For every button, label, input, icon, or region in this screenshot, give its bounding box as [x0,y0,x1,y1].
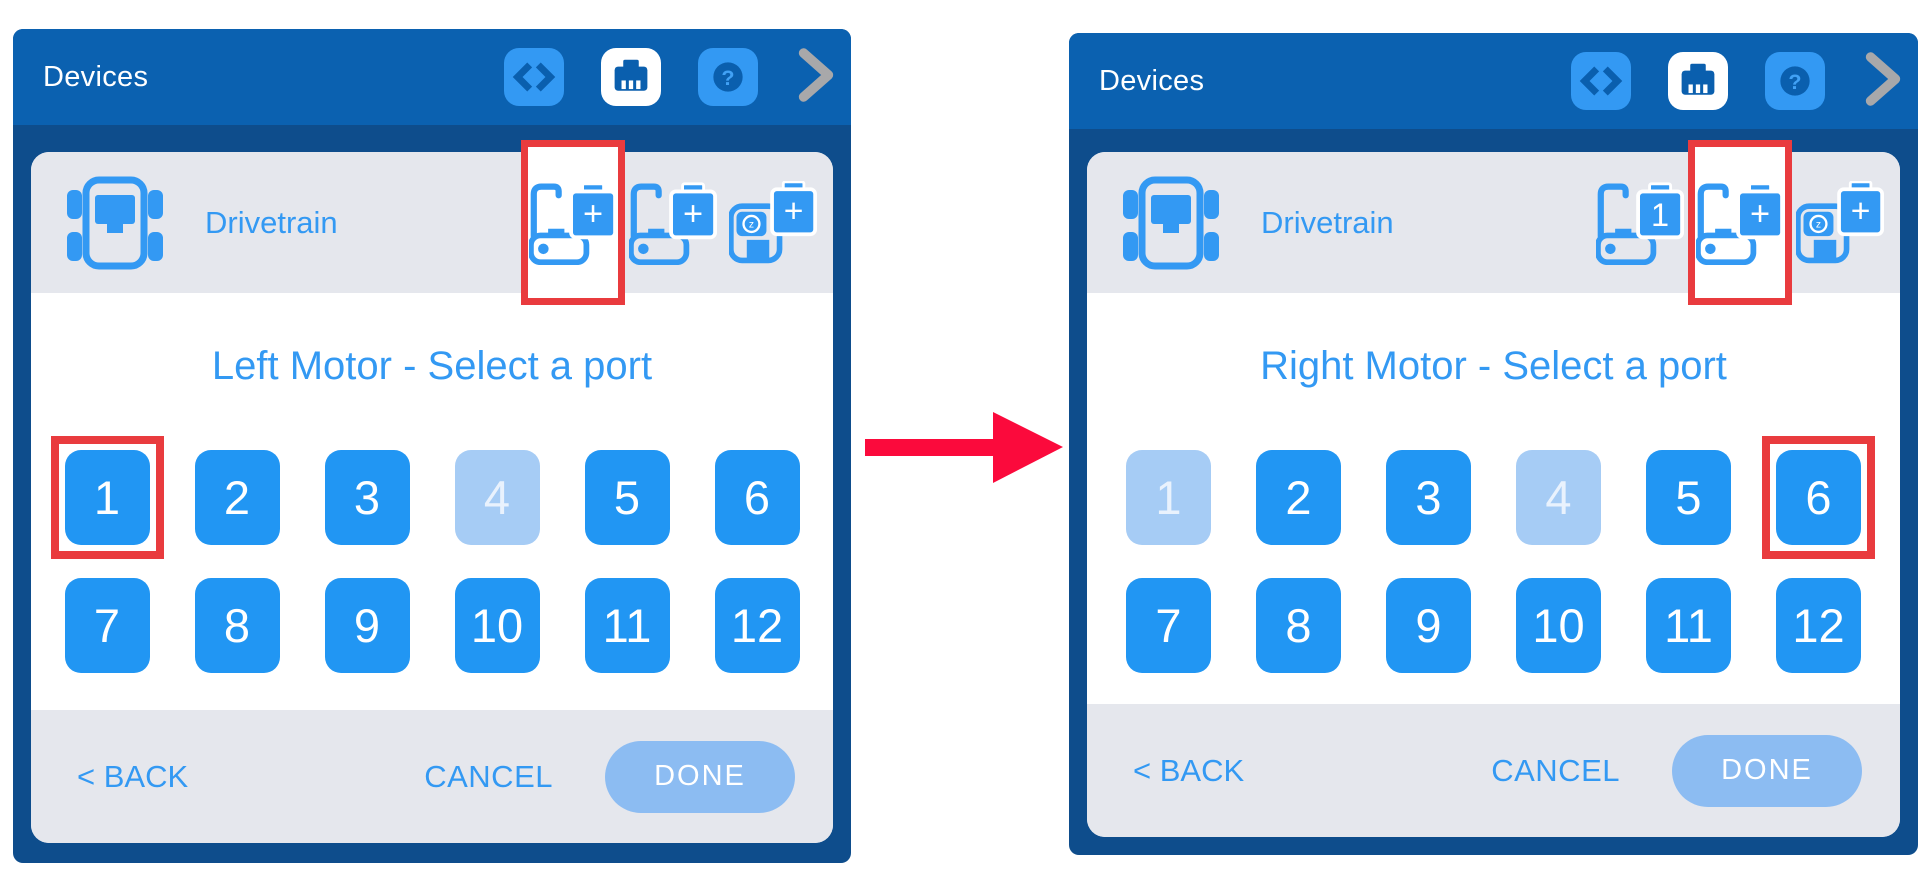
port-button-3[interactable]: 3 [324,450,410,545]
port-button-12[interactable]: 12 [714,578,800,673]
port-button-7[interactable]: 7 [64,578,150,673]
drivetrain-row: Drivetrain [1087,140,1900,305]
port-button-3[interactable]: 3 [1386,450,1471,545]
port-button-6[interactable]: 6 [1762,436,1875,559]
motor-add-icon [529,181,617,265]
port-button-1: 1 [1126,450,1211,545]
port-button-8[interactable]: 8 [1256,578,1341,673]
cancel-button[interactable]: CANCEL [424,758,553,794]
code-icon [508,52,560,102]
select-port-title: Left Motor - Select a port [211,344,653,388]
step-gyro[interactable] [723,152,823,293]
step-gyro[interactable] [1790,152,1890,293]
help-icon [702,52,754,102]
port-button-10[interactable]: 10 [1516,578,1601,673]
drivetrain-icon [1123,175,1219,271]
footer-row: < BACK CANCEL DONE [31,710,833,843]
port-button-4: 4 [1516,450,1601,545]
port-button-10[interactable]: 10 [454,578,540,673]
port-button-2[interactable]: 2 [194,450,280,545]
port-button-2[interactable]: 2 [1256,450,1341,545]
port-button-4: 4 [454,450,540,545]
port-button-7[interactable]: 7 [1126,578,1211,673]
help-icon [1769,56,1821,106]
back-button[interactable]: < BACK [77,758,189,794]
annotation-arrow-right [865,412,1063,483]
step-right-motor[interactable] [1688,140,1792,305]
code-view-button[interactable] [504,48,564,106]
port-button-11[interactable]: 11 [584,578,670,673]
port-button-9[interactable]: 9 [324,578,410,673]
drivetrain-label: Drivetrain [205,204,338,240]
code-view-button[interactable] [1571,52,1631,110]
port-grid-row2: 7 8 9 10 11 12 [1087,578,1900,673]
done-button[interactable]: DONE [1672,734,1862,807]
devices-title: Devices [43,60,149,93]
help-button[interactable] [1765,52,1825,110]
motor-add-icon [1696,181,1784,265]
cancel-button[interactable]: CANCEL [1491,752,1620,788]
code-icon [1575,56,1627,106]
help-button[interactable] [698,48,758,106]
drivetrain-config-card: Drivetrain Right Motor - Select a port 1… [1087,140,1900,837]
done-button[interactable]: DONE [605,740,795,813]
port-grid-row1: 1 2 3 4 5 6 [31,436,833,559]
devices-tab-button[interactable] [1668,52,1728,110]
port-button-9[interactable]: 9 [1386,578,1471,673]
port-grid-row1: 1 2 3 4 5 6 [1087,436,1900,559]
chevron-right-icon [795,46,837,104]
motor-add-icon [629,181,717,265]
devices-tab-button[interactable] [601,48,661,106]
devices-panel-right-motor: Devices Drivetrain [1069,33,1918,855]
devices-header: Devices [13,29,851,125]
collapse-panel-button[interactable] [1862,50,1904,113]
gyro-add-icon [729,181,817,265]
port-button-8[interactable]: 8 [194,578,280,673]
gyro-add-icon [1796,181,1884,265]
port-button-1[interactable]: 1 [50,436,164,559]
devices-panel-left-motor: Devices Drivetrain [13,29,851,863]
drivetrain-row: Drivetrain [31,140,833,305]
select-port-title: Right Motor - Select a port [1260,344,1727,388]
collapse-panel-button[interactable] [795,46,837,109]
port-grid-row2: 7 8 9 10 11 12 [31,578,833,673]
footer-row: < BACK CANCEL DONE [1087,704,1900,837]
drivetrain-icon [67,175,163,271]
brain-port-icon [605,52,657,102]
chevron-right-icon [1862,50,1904,108]
port-button-5[interactable]: 5 [584,450,670,545]
port-button-5[interactable]: 5 [1646,450,1731,545]
step-right-motor[interactable] [623,152,723,293]
back-button[interactable]: < BACK [1133,752,1245,788]
brain-port-icon [1672,56,1724,106]
port-button-11[interactable]: 11 [1646,578,1731,673]
devices-title: Devices [1099,64,1205,97]
port-button-12[interactable]: 12 [1776,578,1861,673]
step-left-motor-assigned[interactable] [1590,152,1690,293]
step-left-motor[interactable] [521,140,625,305]
port-button-6[interactable]: 6 [714,450,800,545]
motor-port-1-icon [1596,181,1684,265]
drivetrain-label: Drivetrain [1261,204,1394,240]
drivetrain-config-card: Drivetrain Left Motor - Select a port 1 … [31,140,833,843]
devices-header: Devices [1069,33,1918,129]
